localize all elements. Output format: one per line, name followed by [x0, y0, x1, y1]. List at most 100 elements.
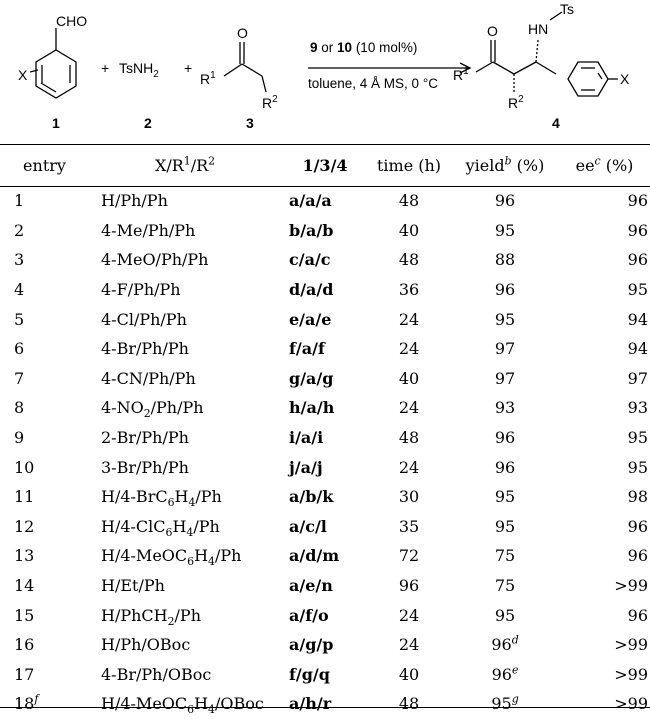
cell-compound-codes: a/e/n — [289, 576, 333, 596]
ketone-oxygen: O — [237, 25, 248, 41]
cell-time: 24 — [398, 605, 420, 625]
aldehyde-substituent-x: X — [18, 67, 28, 83]
entry-number: 3 — [14, 250, 25, 270]
entry-number: 7 — [14, 368, 25, 388]
cell-compound-codes: a/b/k — [289, 487, 334, 507]
compound-number-4: 4 — [552, 115, 560, 131]
cell-entry: 9 — [0, 423, 89, 453]
cell-ee: >99 — [614, 664, 648, 684]
table-header-rule — [0, 186, 650, 187]
entry-number: 14 — [14, 576, 35, 596]
compound-number-1: 1 — [52, 115, 60, 131]
cell-yield: 93 — [449, 393, 561, 423]
cell-entry: 3 — [0, 245, 89, 275]
reaction-conditions: toluene, 4 Å MS, 0 °C — [308, 76, 438, 91]
substituent-text: H — [172, 516, 187, 536]
yield-value: 96 — [491, 635, 512, 655]
cell-time: 40 — [398, 220, 420, 240]
yield-value: 95 — [494, 487, 516, 507]
cell-substituents: 4-Br/Ph/Ph — [89, 334, 281, 364]
cell-compound-codes: f/a/f — [289, 339, 325, 359]
subscript: 6 — [187, 555, 195, 569]
entry-number: 13 — [14, 546, 35, 566]
entry-number: 9 — [14, 428, 25, 448]
substituent-text: H/4-BrC — [101, 487, 168, 507]
cell-ee: 95 — [627, 428, 648, 448]
cell-substituents: 4-NO2/Ph/Ph — [89, 393, 281, 423]
table-header-row: entry X/R1/R2 1/3/4 time (h) yieldb (%) … — [0, 144, 650, 186]
cell-time: 30 — [398, 487, 420, 507]
yield-value: 96 — [494, 280, 516, 300]
substituent-text: 4-Me/Ph/Ph — [101, 220, 196, 240]
cell-time: 36 — [398, 280, 420, 300]
catalyst-label: 9 or 10 (10 mol%) — [310, 40, 417, 55]
substituent-text: H/PhCH — [101, 605, 168, 625]
cell-compound-codes: c/a/c — [289, 250, 331, 270]
cell-compound-codes: a/c/l — [289, 516, 327, 536]
cell-ee: 94 — [627, 339, 648, 359]
cell-yield: 95 — [449, 304, 561, 334]
cell-ee: 94 — [627, 309, 648, 329]
product-ts: Ts — [560, 1, 574, 17]
cell-substituents: H/4-BrC6H4/Ph — [89, 482, 281, 512]
cell-yield: 95g — [449, 689, 561, 719]
cell-time: 24 — [398, 309, 420, 329]
substituent-text: 4-F/Ph/Ph — [101, 280, 181, 300]
yield-footnote: e — [511, 663, 519, 677]
yield-value: 97 — [494, 368, 516, 388]
cell-yield: 96d — [449, 630, 561, 660]
product-r2: R2 — [508, 94, 524, 111]
cell-time: 24 — [398, 339, 420, 359]
cell-time: 48 — [398, 250, 420, 270]
entry-number: 18 — [14, 694, 35, 714]
substituent-text: /Ph — [214, 546, 242, 566]
cell-yield: 95 — [449, 600, 561, 630]
cell-time: 24 — [398, 398, 420, 418]
cell-ee: 96 — [627, 191, 648, 211]
cell-yield: 95 — [449, 482, 561, 512]
cell-ee: 95 — [627, 280, 648, 300]
cell-time: 96 — [398, 576, 420, 596]
cell-substituents: H/4-MeOC6H4/Ph — [89, 541, 281, 571]
entry-number: 6 — [14, 339, 25, 359]
header-compound-codes: 1/3/4 — [302, 155, 348, 175]
cell-entry: 5 — [0, 304, 89, 334]
table-top-rule — [0, 144, 650, 145]
substituent-text: H/4-MeOC — [101, 694, 188, 714]
cell-yield: 96e — [449, 660, 561, 690]
entry-number: 17 — [14, 664, 35, 684]
substituent-text: H/4-MeOC — [101, 546, 188, 566]
cell-entry: 6 — [0, 334, 89, 364]
cell-substituents: H/Ph/Ph — [89, 186, 281, 216]
yield-value: 95 — [494, 309, 516, 329]
cell-time: 35 — [398, 516, 420, 536]
substituent-text: /Ph/Ph — [150, 398, 204, 418]
reagent-tsnh2: TsNH2 — [119, 60, 159, 80]
ketone-r1: R1 — [200, 70, 216, 87]
cell-compound-codes: a/h/r — [289, 694, 332, 714]
cell-yield: 75 — [449, 571, 561, 601]
yield-footnote: d — [511, 633, 519, 647]
cell-compound-codes: j/a/j — [289, 457, 323, 477]
cell-ee: >99 — [614, 635, 648, 655]
entry-number: 5 — [14, 309, 25, 329]
cell-yield: 96 — [449, 186, 561, 216]
product-substituent-x: X — [620, 71, 630, 87]
entry-number: 1 — [14, 191, 25, 211]
substituent-text: H — [194, 546, 209, 566]
cell-substituents: 4-MeO/Ph/Ph — [89, 245, 281, 275]
substituent-text: 3-Br/Ph/Ph — [101, 457, 189, 477]
yield-value: 75 — [494, 546, 516, 566]
entry-number: 11 — [14, 487, 35, 507]
compound-number-3: 3 — [246, 115, 254, 131]
cell-yield: 95 — [449, 512, 561, 542]
subscript: 6 — [167, 496, 175, 510]
